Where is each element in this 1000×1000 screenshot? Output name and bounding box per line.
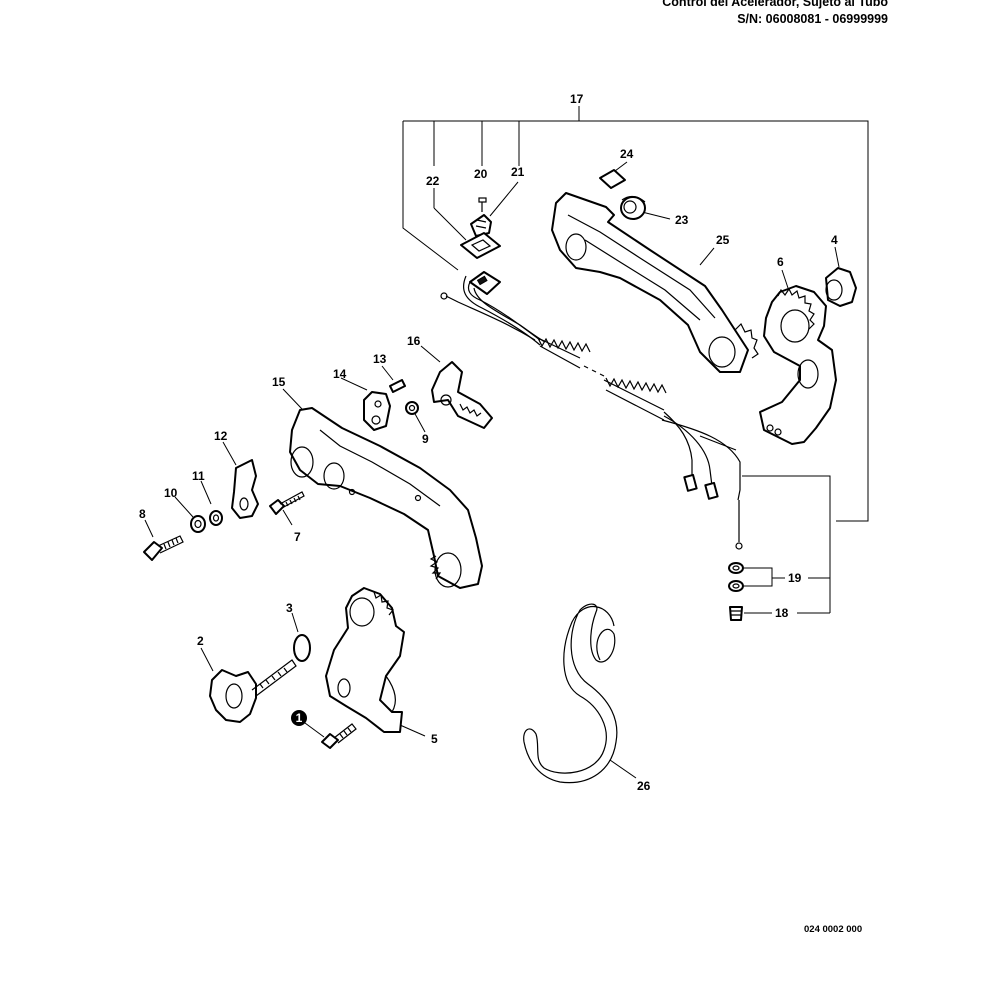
part-7-screw [269, 491, 305, 515]
callout-20: 20 [474, 167, 488, 181]
part-11-washer [209, 510, 223, 526]
callout-12: 12 [214, 429, 228, 443]
callout-2: 2 [197, 634, 204, 648]
callout-5: 5 [431, 732, 438, 746]
part-17-wiring-harness [440, 271, 743, 550]
part-26-spring-clip [523, 603, 618, 784]
part-21-button [470, 214, 492, 237]
callout-8: 8 [139, 507, 146, 521]
callout-26: 26 [637, 779, 651, 793]
part-15-handle-half [289, 407, 483, 589]
callout-3: 3 [286, 601, 293, 615]
callout-labels: 2 3 4 5 6 7 8 9 10 11 12 13 14 15 16 17 … [139, 92, 838, 793]
callout-21: 21 [511, 165, 525, 179]
callout-13: 13 [373, 352, 387, 366]
part-16-lever [431, 361, 493, 429]
part-4-bushing [825, 267, 857, 307]
callout-24: 24 [620, 147, 634, 161]
callout-1-marker: 1 [291, 710, 307, 726]
leader-lines [144, 161, 840, 779]
callout-23: 23 [675, 213, 689, 227]
diagram-title: Control del Acelerador, Sujeto al Tubo [662, 0, 888, 9]
callout-6: 6 [777, 255, 784, 269]
diagram-header: Control del Acelerador, Sujeto al Tubo S… [662, 0, 888, 28]
part-22-gasket [460, 232, 501, 259]
part-12-trigger [231, 459, 259, 519]
bracket-17 [402, 106, 869, 522]
part-24-label [599, 169, 626, 189]
serial-range: S/N: 06008081 - 06999999 [737, 12, 888, 26]
part-3-washer [293, 634, 311, 662]
callout-17: 17 [570, 92, 584, 106]
part-25-handle-half [551, 192, 759, 373]
callout-19: 19 [788, 571, 802, 585]
part-2-knob [209, 659, 297, 723]
callout-15: 15 [272, 375, 286, 389]
part-20-screw [478, 197, 487, 212]
part-1-screw [321, 723, 357, 749]
callout-4: 4 [831, 233, 838, 247]
callout-11: 11 [192, 469, 205, 483]
part-13-screw [389, 379, 406, 393]
callout-9: 9 [422, 432, 429, 446]
callout-1: 1 [296, 711, 303, 725]
bracket-18-19 [742, 475, 831, 614]
part-14-bracket [363, 391, 391, 431]
part-5-clamp [325, 587, 405, 733]
part-10-washer [190, 515, 206, 533]
part-23-grommet [620, 195, 646, 220]
callout-22: 22 [426, 174, 440, 188]
callout-25: 25 [716, 233, 730, 247]
part-6-handle-half [759, 285, 837, 445]
callout-10: 10 [164, 486, 178, 500]
drawing-code: 024 0002 000 [804, 924, 863, 935]
part-18-fitting [729, 606, 743, 621]
part-9-nut [405, 401, 419, 415]
callout-18: 18 [775, 606, 789, 620]
part-8-screw [143, 535, 184, 561]
callout-14: 14 [333, 367, 347, 381]
callout-7: 7 [294, 530, 301, 544]
callout-16: 16 [407, 334, 421, 348]
part-19-nuts [728, 562, 744, 592]
